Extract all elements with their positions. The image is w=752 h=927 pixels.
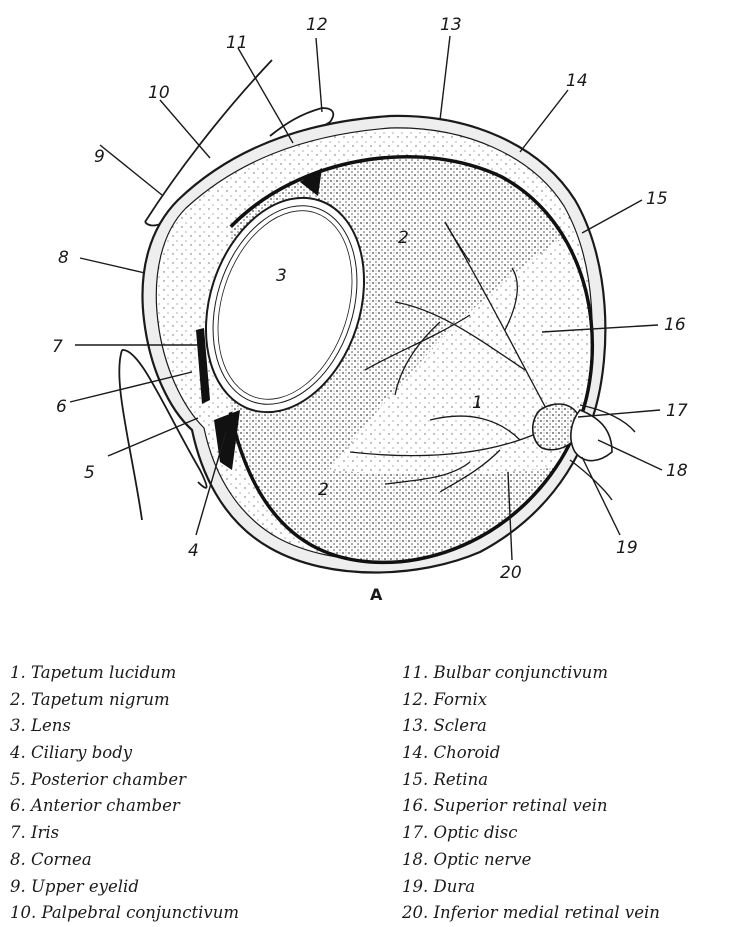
legend-item-14: 14. Choroid bbox=[402, 740, 660, 767]
callout-4: 4 bbox=[188, 541, 199, 561]
callout-7: 7 bbox=[52, 337, 63, 357]
legend-item-12: 12. Fornix bbox=[402, 687, 660, 714]
callout-6: 6 bbox=[56, 397, 67, 417]
legend-item-17: 17. Optic disc bbox=[402, 820, 660, 847]
callout-20: 20 bbox=[500, 563, 522, 583]
callout-2-upper: 2 bbox=[398, 228, 409, 248]
legend-left: 1. Tapetum lucidum 2. Tapetum nigrum 3. … bbox=[10, 660, 239, 927]
callout-5: 5 bbox=[84, 463, 95, 483]
callout-11: 11 bbox=[226, 33, 248, 53]
callout-10: 10 bbox=[148, 83, 170, 103]
optic-nerve bbox=[571, 410, 612, 461]
callout-9: 9 bbox=[94, 147, 105, 167]
callout-18: 18 bbox=[666, 461, 688, 481]
callout-14: 14 bbox=[566, 71, 588, 91]
legend-item-2: 2. Tapetum nigrum bbox=[10, 687, 239, 714]
legend-item-18: 18. Optic nerve bbox=[402, 847, 660, 874]
callout-2-lower: 2 bbox=[318, 480, 329, 500]
figure-label: A bbox=[370, 585, 383, 604]
callout-12: 12 bbox=[306, 15, 328, 35]
legend-item-8: 8. Cornea bbox=[10, 847, 239, 874]
callout-17: 17 bbox=[666, 401, 688, 421]
callout-3: 3 bbox=[276, 266, 287, 286]
callout-15: 15 bbox=[646, 189, 668, 209]
legend-item-1: 1. Tapetum lucidum bbox=[10, 660, 239, 687]
callout-1: 1 bbox=[472, 393, 483, 413]
legend-item-10: 10. Palpebral conjunctivum bbox=[10, 900, 239, 927]
callout-16: 16 bbox=[664, 315, 686, 335]
legend-right: 11. Bulbar conjunctivum 12. Fornix 13. S… bbox=[402, 660, 660, 927]
legend-item-13: 13. Sclera bbox=[402, 713, 660, 740]
legend-item-6: 6. Anterior chamber bbox=[10, 793, 239, 820]
legend-item-9: 9. Upper eyelid bbox=[10, 874, 239, 901]
legend-item-16: 16. Superior retinal vein bbox=[402, 793, 660, 820]
legend-item-3: 3. Lens bbox=[10, 713, 239, 740]
legend-item-15: 15. Retina bbox=[402, 767, 660, 794]
legend-item-11: 11. Bulbar conjunctivum bbox=[402, 660, 660, 687]
legend-item-7: 7. Iris bbox=[10, 820, 239, 847]
legend-item-5: 5. Posterior chamber bbox=[10, 767, 239, 794]
legend-item-4: 4. Ciliary body bbox=[10, 740, 239, 767]
callout-8: 8 bbox=[58, 248, 69, 268]
callout-19: 19 bbox=[616, 538, 638, 558]
legend-item-20: 20. Inferior medial retinal vein bbox=[402, 900, 660, 927]
callout-13: 13 bbox=[440, 15, 462, 35]
legend-item-19: 19. Dura bbox=[402, 874, 660, 901]
